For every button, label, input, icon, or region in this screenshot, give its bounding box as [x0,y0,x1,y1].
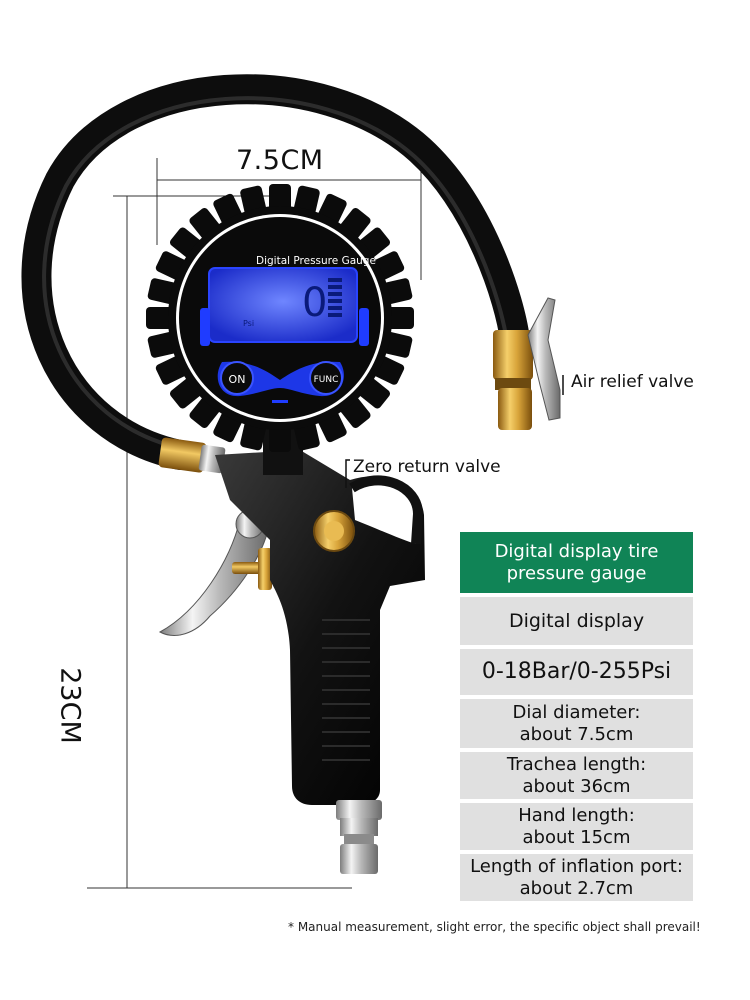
zero-return-leader [345,459,350,488]
func-button[interactable] [309,361,343,395]
lcd-reading: 0 [302,280,327,326]
height-dimension-label: 23CM [54,667,86,744]
spec-row-text: Dial diameter: [512,701,641,723]
spec-row-text: Hand length: [518,804,635,826]
spec-row-display: Digital display [460,597,693,645]
on-button[interactable] [220,361,254,395]
spec-row-value: about 15cm [522,826,631,848]
spec-row-text: Digital display [508,609,645,632]
spec-header-line1: Digital display tire [494,540,659,562]
spec-row-value: about 7.5cm [519,723,634,745]
measurement-footnote: * Manual measurement, slight error, the … [288,920,701,934]
air-chuck [493,297,561,430]
lcd-unit: Psi [243,319,254,328]
spec-row-trachea: Trachea length:about 36cm [460,752,693,799]
spec-row-text: Trachea length: [506,753,647,775]
air-hose [21,74,530,470]
gauge-title: Digital Pressure Gauge [256,255,376,267]
trigger-lever [158,509,272,636]
lcd-indicator-dash [272,400,288,403]
spec-row-dial: Dial diameter:about 7.5cm [460,699,693,748]
air-relief-valve-label: Air relief valve [571,372,694,392]
spec-row-range: 0-18Bar/0-255Psi [460,649,693,695]
spec-header-line2: pressure gauge [506,562,647,584]
spec-row-value: about 36cm [522,775,631,797]
spec-row-hand: Hand length:about 15cm [460,803,693,850]
zero-return-valve-label: Zero return valve [353,457,501,477]
width-dimension-label: 7.5CM [236,145,324,176]
gun-body [215,450,425,805]
lcd-right-band [359,308,369,346]
hose-fitting [158,437,226,474]
dimension-lines [87,158,422,889]
lcd-bargraph [328,278,342,317]
lcd-left-band [200,308,210,346]
spec-row-text: 0-18Bar/0-255Psi [481,658,672,684]
lcd-display [208,267,358,343]
inflation-port [336,800,382,874]
spec-row-value: about 2.7cm [519,877,634,899]
func-button-label: FUNC [314,375,339,385]
on-button-label: ON [229,373,246,386]
spec-row-text: Length of inflation port: [470,855,683,877]
spec-row-port: Length of inflation port:about 2.7cm [460,854,693,901]
